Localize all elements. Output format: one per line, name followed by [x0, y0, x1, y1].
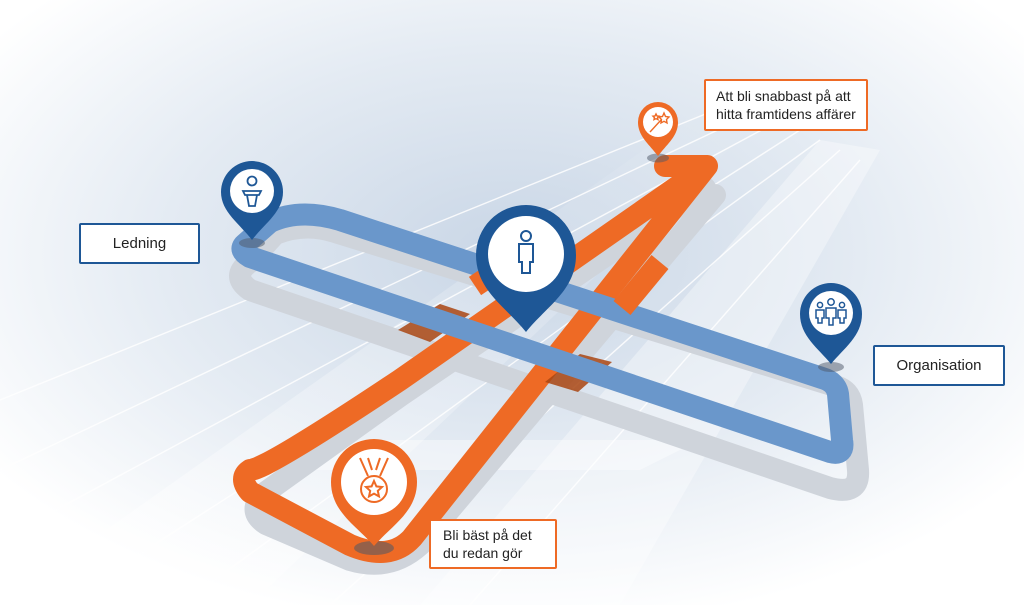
- label-snabbast-line-1: Att bli snabbast på att: [716, 88, 851, 104]
- light-beam-2: [420, 140, 880, 605]
- label-snabbast: Att bli snabbast på att hitta framtidens…: [704, 79, 868, 131]
- group-of-people-icon: [815, 298, 847, 326]
- label-ledning-text: Ledning: [112, 235, 167, 252]
- label-organisation-text: Organisation: [896, 357, 982, 374]
- pin-ledning[interactable]: [221, 161, 283, 248]
- label-snabbast-line-2: hitta framtidens affärer: [716, 106, 856, 122]
- label-ledning: Ledning: [79, 223, 200, 264]
- label-bast-line-1: Bli bäst på det: [443, 527, 532, 543]
- podium-speaker-icon: [241, 175, 263, 207]
- pin-bast[interactable]: [331, 439, 417, 555]
- pin-snabbast[interactable]: [638, 102, 678, 163]
- pin-center[interactable]: [476, 205, 576, 332]
- medal-star-icon: [359, 457, 389, 503]
- label-bast: Bli bäst på det du redan gör: [429, 519, 557, 569]
- blue-road: [231, 203, 854, 464]
- magic-wand-stars-icon: [649, 111, 671, 133]
- label-organisation: Organisation: [873, 345, 1005, 386]
- person-icon: [518, 230, 534, 274]
- label-bast-line-2: du redan gör: [443, 545, 523, 561]
- pin-organisation[interactable]: [800, 283, 862, 372]
